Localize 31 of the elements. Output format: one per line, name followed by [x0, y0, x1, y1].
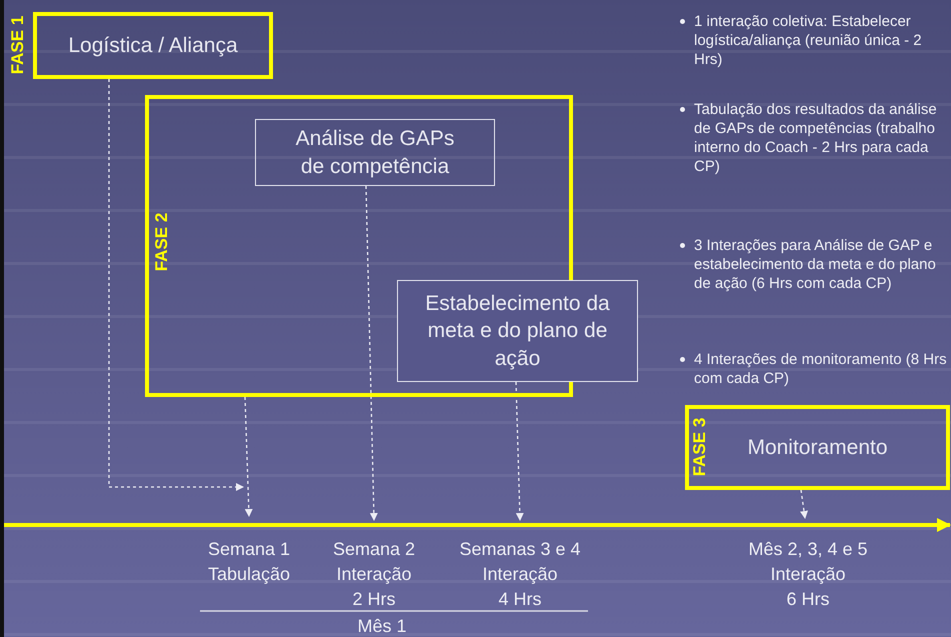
timeline-label: Interação: [482, 563, 558, 585]
timeline-label: Tabulação: [208, 563, 290, 585]
timeline-label: Mês 2, 3, 4 e 5: [748, 538, 868, 560]
bullet-note: 1 interação coletiva: Estabelecer logística/aliança (reunião única - 2 Hrs): [694, 12, 923, 69]
timeline-label: Mês 1: [357, 615, 407, 637]
dashed-arrow: [515, 382, 524, 521]
bullet-note: Tabulação dos resultados da análise de GAPs de competências (trabalho interno do Coach - 2 Hrs para cada CP): [694, 100, 938, 176]
bullet-note: 3 Interações para Análise de GAP e estabelecimento da meta e do plano de ação (6 Hrs com cada CP): [694, 236, 937, 293]
bullet-note: 4 Interações de monitoramento (8 Hrs com cada CP): [694, 350, 948, 388]
box-label: Análise de GAPs de competência: [294, 126, 456, 180]
dashed-arrow: [800, 490, 808, 519]
box-label: Logística / Aliança: [68, 32, 238, 59]
timeline-label: Interação: [336, 563, 412, 585]
timeline-label: Semanas 3 e 4: [459, 538, 581, 560]
timeline-label: 2 Hrs: [352, 588, 396, 610]
phase-label: FASE 2: [152, 212, 172, 272]
phase-frame: [685, 405, 950, 490]
dashed-arrow: [244, 396, 253, 517]
phase-label: FASE 1: [8, 16, 28, 74]
dashed-arrow: [365, 186, 378, 521]
activity-box: [255, 119, 495, 186]
timeline-label: 6 Hrs: [786, 588, 830, 610]
box-label: Estabelecimento da meta e do plano de ação: [424, 291, 611, 372]
timeline-label: 4 Hrs: [498, 588, 542, 610]
activity-box: [397, 280, 638, 382]
phase-label: FASE 3: [690, 418, 710, 476]
timeline-label: Semana 2: [332, 538, 416, 560]
timeline-label: Semana 1: [208, 538, 290, 560]
box-label: Monitoramento: [747, 434, 888, 461]
dashed-arrow: [108, 79, 244, 491]
timeline-label: Interação: [770, 563, 846, 585]
